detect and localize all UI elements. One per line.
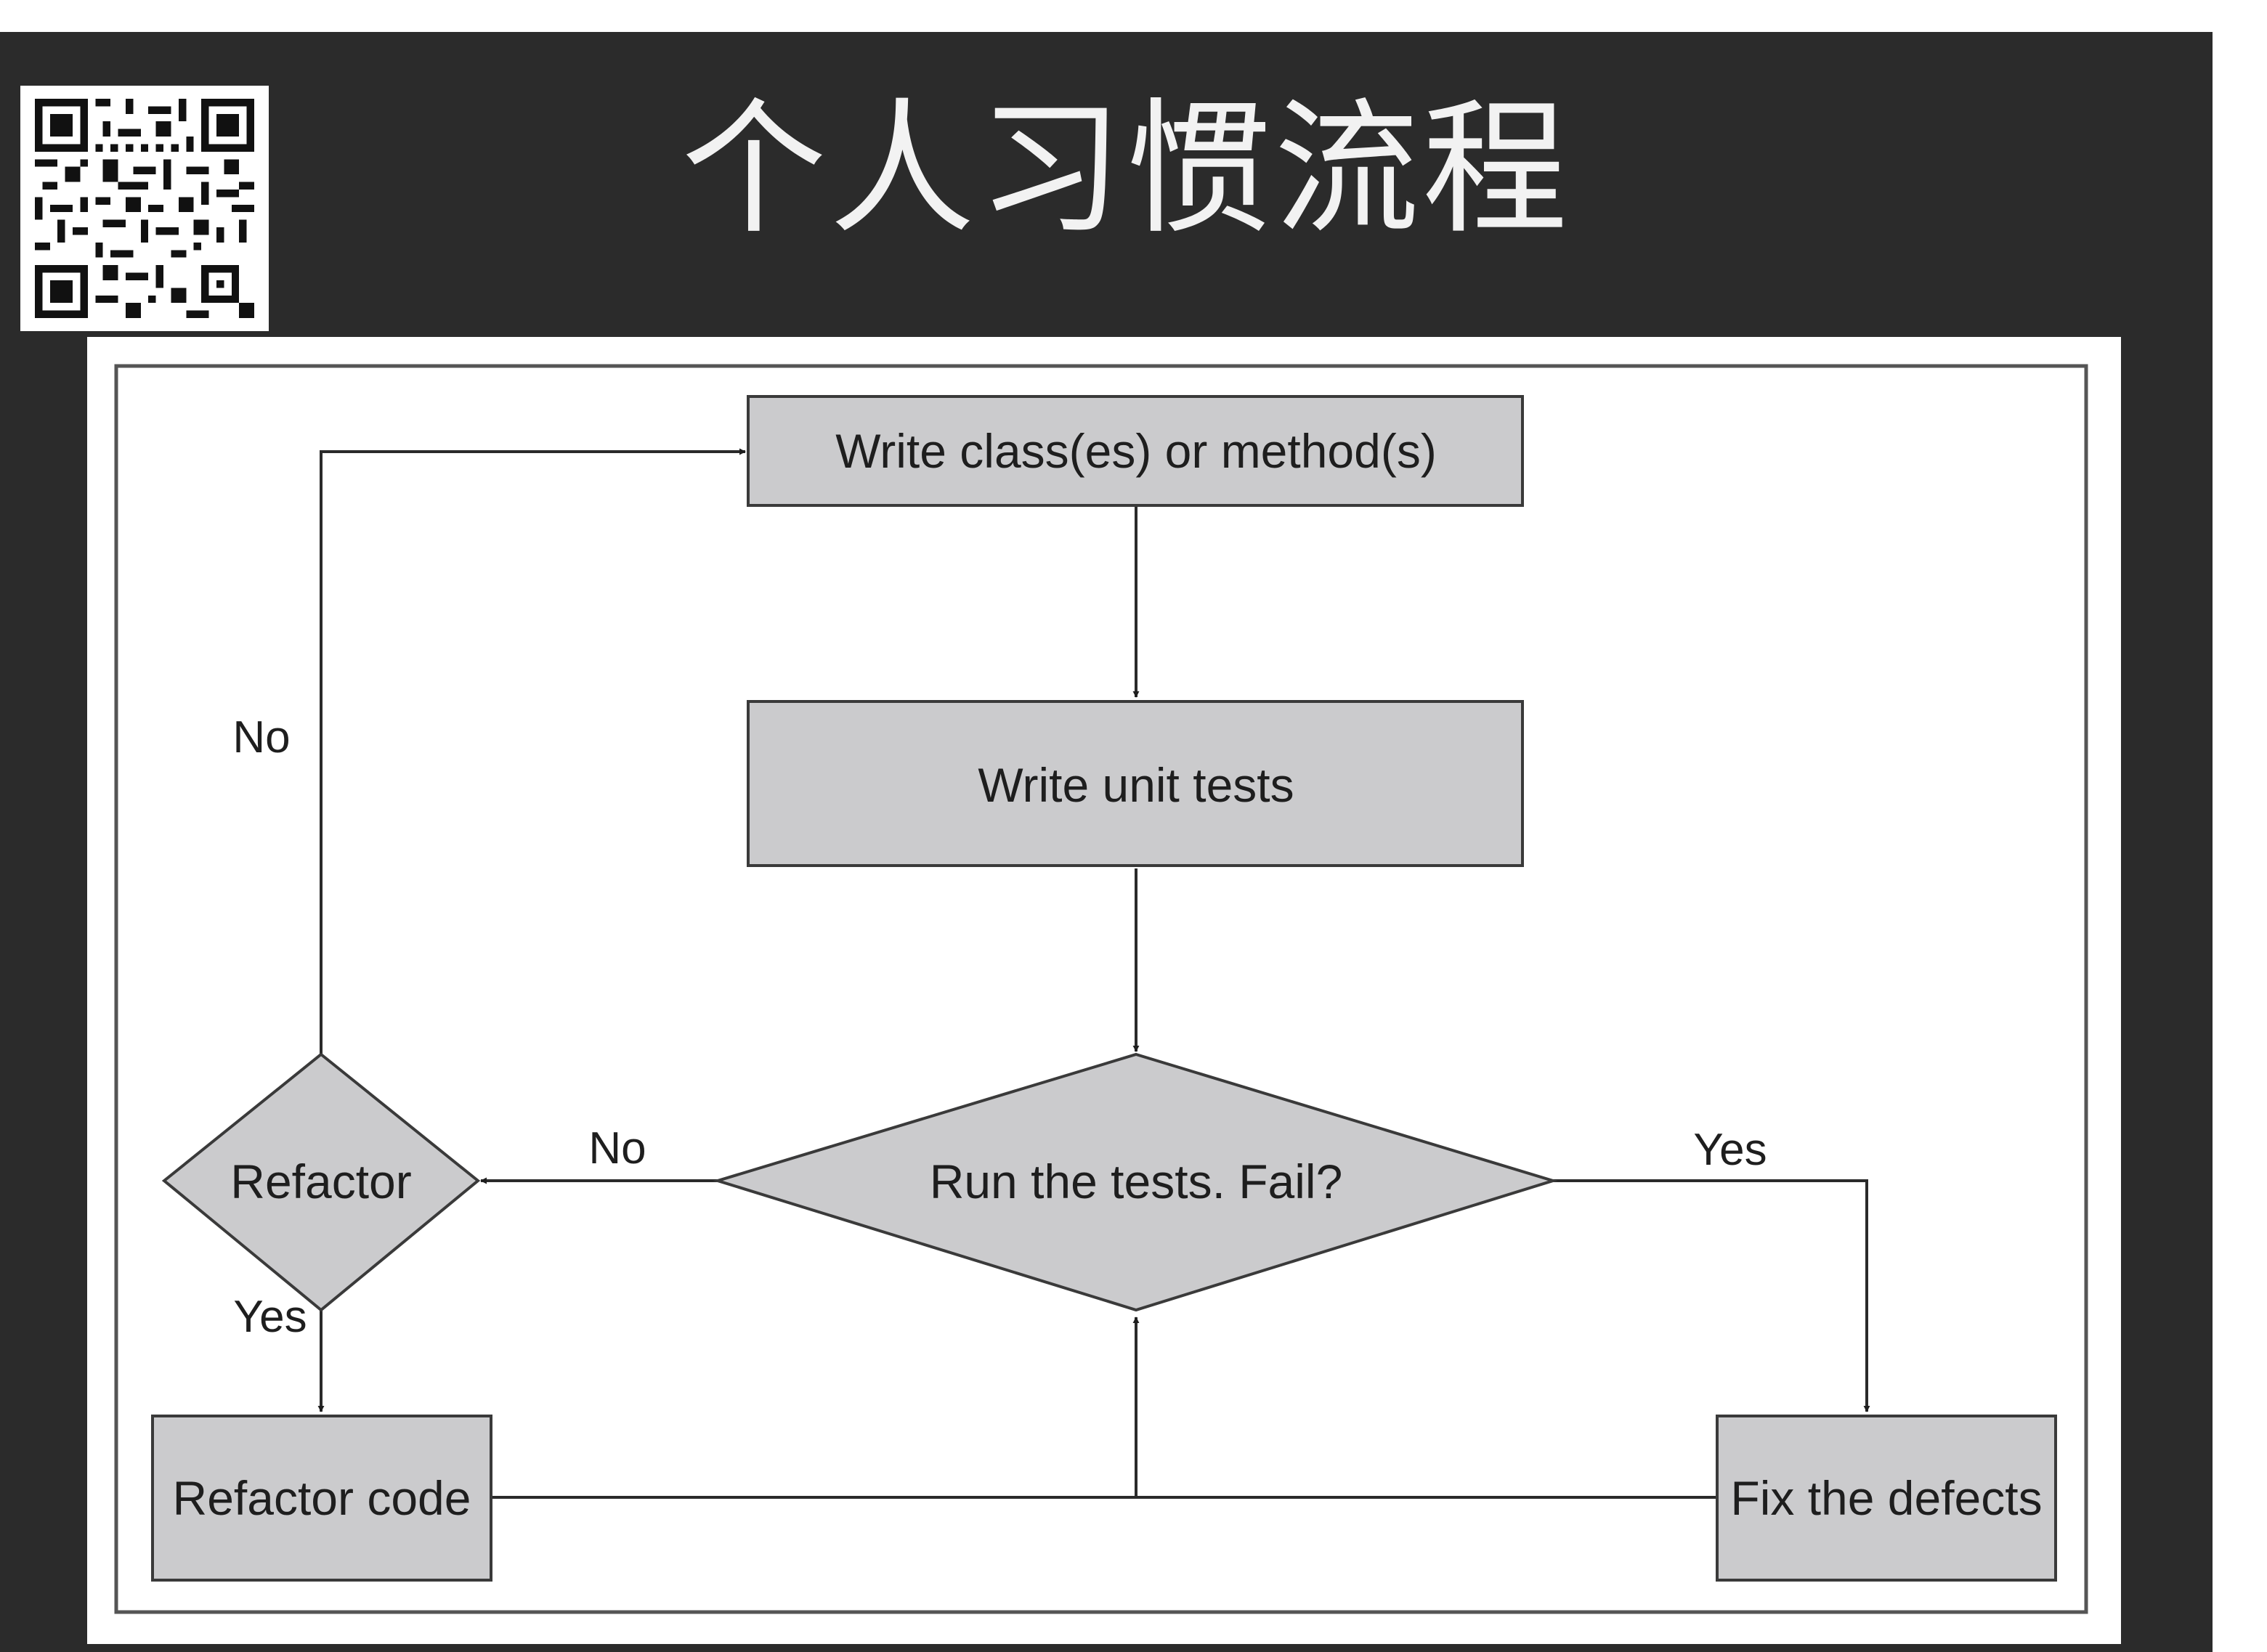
edge-label-refactor-yes: Yes bbox=[233, 1292, 307, 1342]
node-run-tests-label: Run the tests. Fail? bbox=[930, 1155, 1343, 1208]
edge-refactor-code-to-run-tests bbox=[491, 1317, 1140, 1499]
qr-code bbox=[20, 86, 269, 331]
node-write-tests-box bbox=[747, 700, 1524, 867]
edge-label-refactor-no: No bbox=[232, 712, 290, 762]
edge-label-run-yes: Yes bbox=[1693, 1125, 1767, 1175]
node-refactor-code-label: Refactor code bbox=[173, 1471, 471, 1525]
qr-code-icon bbox=[35, 99, 254, 318]
node-write-tests-label: Write unit tests bbox=[978, 758, 1294, 812]
slide-title: 个人习惯流程 bbox=[681, 85, 1570, 254]
node-fix-defects-box bbox=[1716, 1415, 2057, 1582]
diagram-panel: Write class(es) or method(s) Write unit … bbox=[87, 337, 2121, 1644]
diagram-frame bbox=[114, 364, 2088, 1614]
edge-refactor-no-to-write-class bbox=[320, 448, 746, 1054]
node-refactor-diamond bbox=[161, 1052, 481, 1312]
edge-label-run-no: No bbox=[588, 1123, 646, 1173]
node-refactor-label: Refactor bbox=[230, 1155, 411, 1208]
node-write-class-box bbox=[747, 395, 1524, 507]
node-run-tests-diamond bbox=[713, 1052, 1558, 1312]
edge-run-tests-yes-to-fix bbox=[1553, 1179, 1870, 1412]
node-write-class-label: Write class(es) or method(s) bbox=[835, 424, 1437, 478]
node-refactor-code-box bbox=[151, 1415, 492, 1582]
node-fix-defects-label: Fix the defects bbox=[1730, 1471, 2042, 1525]
flowchart: Write class(es) or method(s) Write unit … bbox=[114, 364, 2088, 1614]
slide: 个人习惯流程 bbox=[0, 32, 2213, 1652]
